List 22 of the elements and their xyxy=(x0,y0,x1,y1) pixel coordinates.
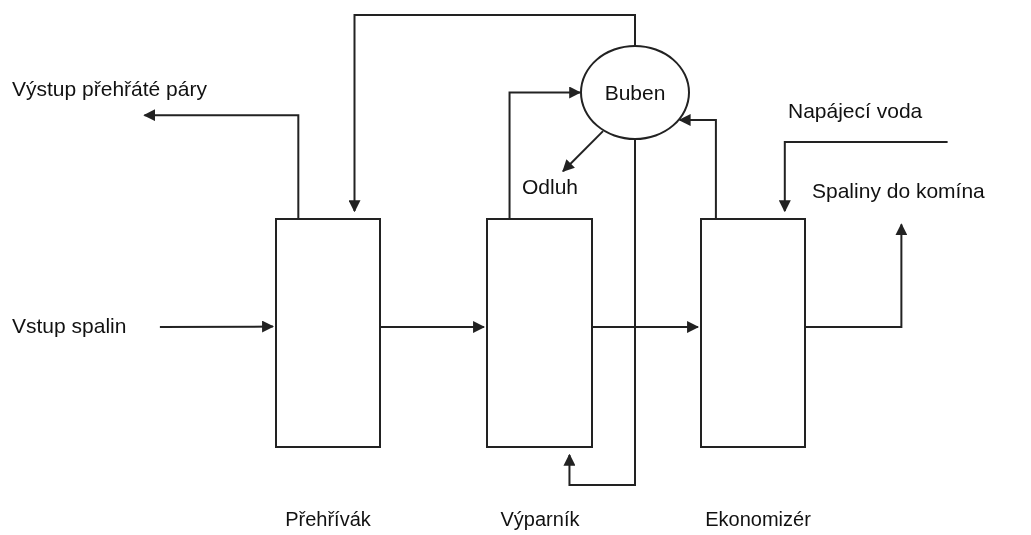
process-box xyxy=(275,218,381,448)
flow-arrow xyxy=(778,141,949,213)
process-box xyxy=(486,218,593,448)
flow-arrow xyxy=(380,321,486,333)
flow-arrow xyxy=(143,109,300,219)
box-caption: Výparník xyxy=(500,508,580,531)
box-caption: Ekonomizér xyxy=(705,508,811,531)
process-box xyxy=(700,218,806,448)
stream-label: Odluh xyxy=(522,174,594,202)
stream-label: Vstup spalin xyxy=(12,313,157,341)
stream-label: Napájecí voda xyxy=(788,98,956,126)
flow-arrow xyxy=(508,86,582,219)
flow-arrow xyxy=(158,320,275,333)
flow-arrow xyxy=(562,130,605,173)
flow-arrow xyxy=(805,223,908,328)
stream-label: Spaliny do komína xyxy=(812,178,1030,208)
flow-arrow xyxy=(563,139,636,486)
flow-arrow xyxy=(592,321,700,333)
flow-arrow xyxy=(348,14,636,213)
node-label: Buben xyxy=(604,79,666,106)
stream-label: Výstup přehřáté páry xyxy=(12,76,262,104)
box-caption: Přehřívák xyxy=(285,508,371,531)
